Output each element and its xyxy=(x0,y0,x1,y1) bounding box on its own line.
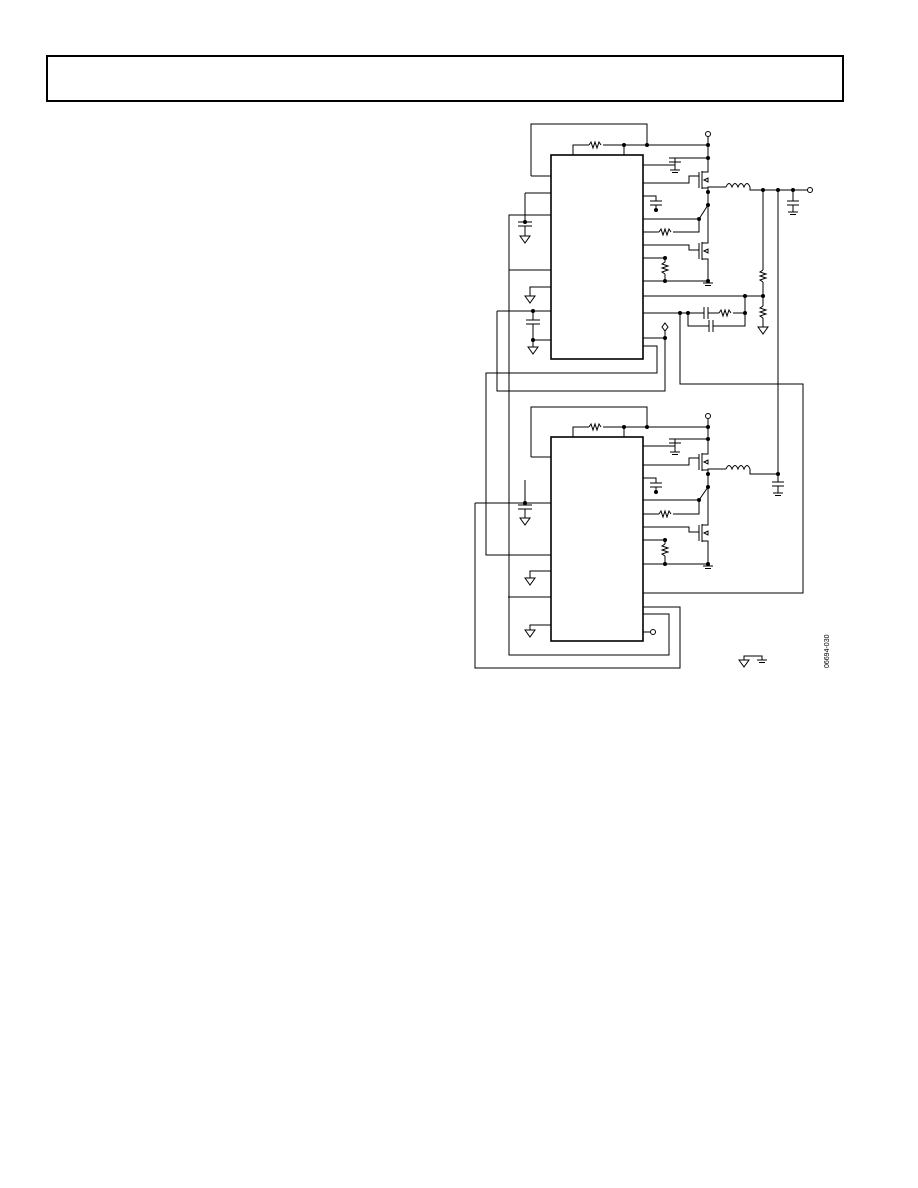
bottom-left-wiring xyxy=(474,270,681,669)
controller-ic-bottom xyxy=(550,436,644,642)
ground-legend xyxy=(738,655,767,668)
figure-id-label: 06694-030 xyxy=(824,634,831,668)
page-header-box xyxy=(46,55,844,102)
bottom-junction-dots xyxy=(523,425,780,566)
top-left-wiring xyxy=(508,123,648,355)
top-junction-dots xyxy=(523,143,795,342)
controller-ic-top xyxy=(550,154,644,360)
top-power-stage xyxy=(485,131,813,594)
